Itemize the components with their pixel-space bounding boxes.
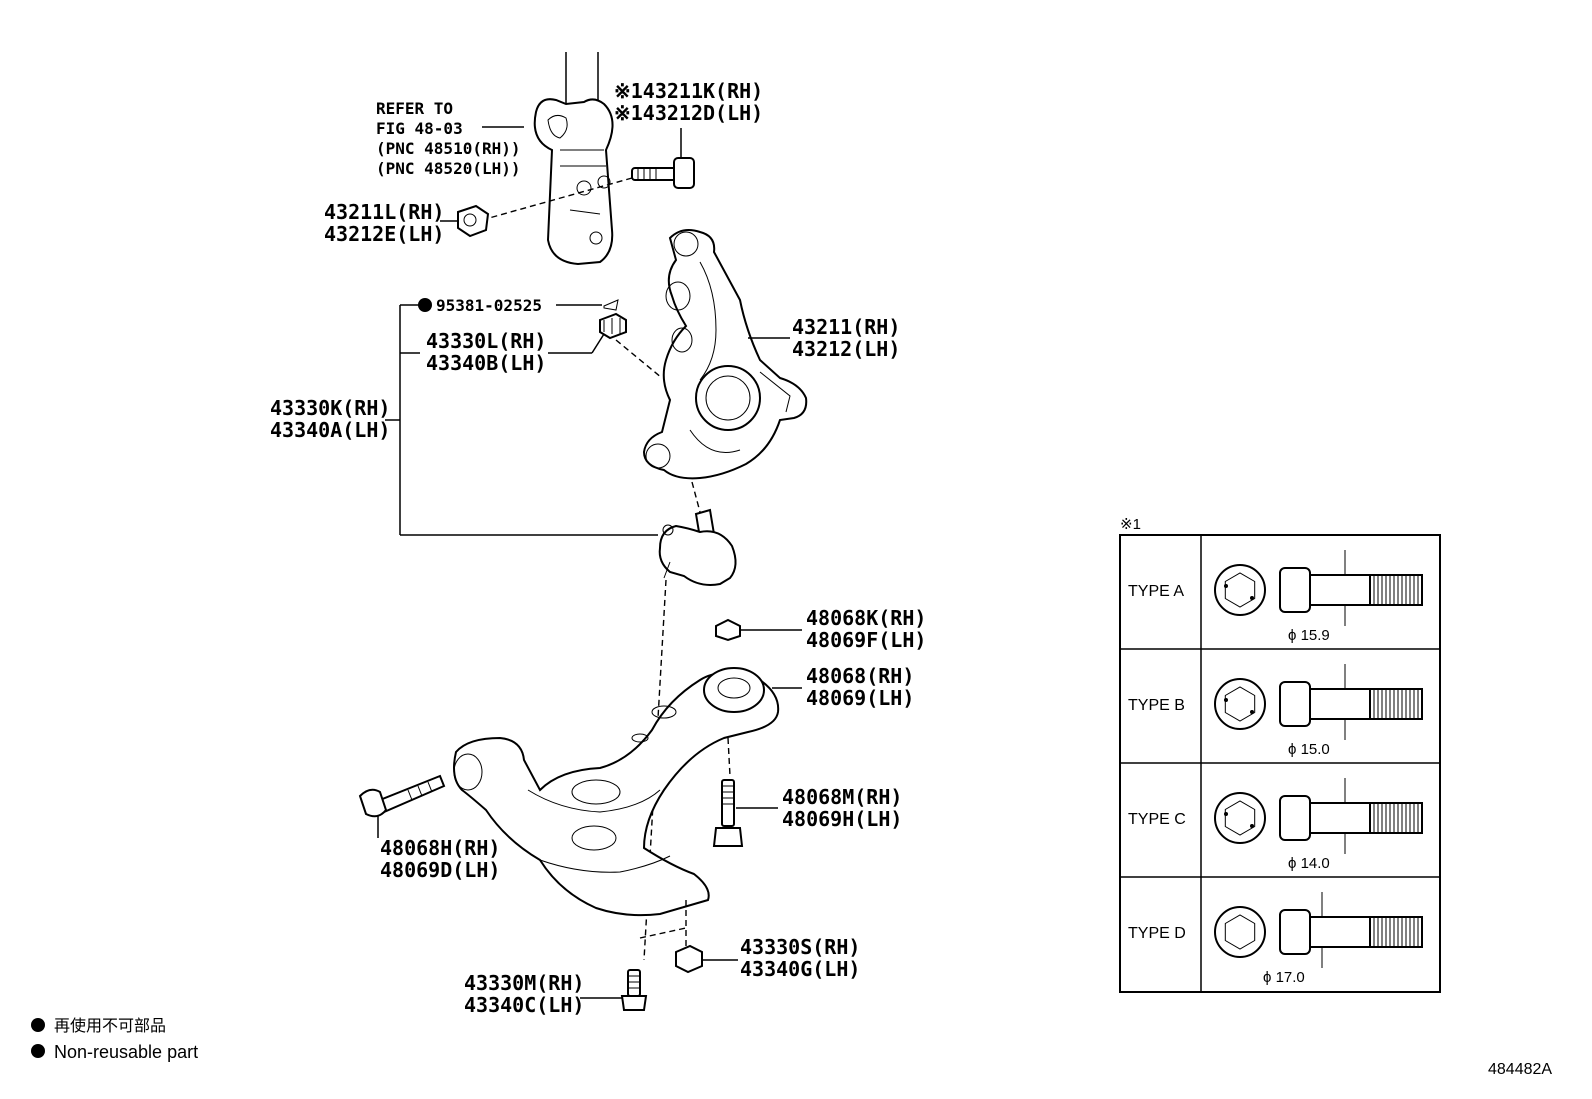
bolt-bottom-drawing xyxy=(620,969,648,1011)
hex-icon xyxy=(1224,686,1256,722)
label-bolt-rear-rh: 48068M(RH) xyxy=(782,785,902,809)
diameter-label: ϕ 15.0 xyxy=(1288,741,1330,758)
bolt-thread-icon xyxy=(1369,688,1423,720)
types-table-title: ※1 xyxy=(1120,516,1141,533)
label-ball-joint-rh: 43330K(RH) xyxy=(270,396,390,420)
dash-arm-rear xyxy=(727,737,731,777)
nut-arm-drawing xyxy=(715,618,741,642)
strut-drawing xyxy=(533,52,614,266)
label-bolt-rear-lh: 48069H(LH) xyxy=(782,807,902,831)
label-cotter-pin: 95381-02525 xyxy=(436,296,542,315)
label-bolt-front-lh: 48069D(LH) xyxy=(380,858,500,882)
bolt-head-icon xyxy=(1279,795,1311,841)
type-row: TYPE B ϕ 15.0 xyxy=(1128,664,1423,758)
label-bolt-front-rh: 48068H(RH) xyxy=(380,836,500,860)
nut-bottom-drawing xyxy=(675,944,703,974)
non-reusable-dot-icon xyxy=(418,298,432,312)
hex-icon xyxy=(1224,800,1256,836)
nut-end-view-icon xyxy=(1214,564,1266,616)
label-nut-arm-lh: 48069F(LH) xyxy=(806,628,926,652)
cotter-pin-drawing xyxy=(603,299,619,311)
knurl-dot-icon xyxy=(1224,698,1228,702)
label-knuckle-lh: 43212(LH) xyxy=(792,337,900,361)
bolt-head-icon xyxy=(1279,909,1311,955)
type-label: TYPE D xyxy=(1128,925,1186,942)
ball-joint-drawing xyxy=(658,508,737,586)
knurl-dot-icon xyxy=(1224,812,1228,816)
types-table xyxy=(1119,534,1441,993)
dash-castle xyxy=(615,339,663,379)
nut-end-view-icon xyxy=(1214,678,1266,730)
nut-end-view-icon xyxy=(1214,906,1266,958)
bolt-thread-icon xyxy=(1369,574,1423,606)
label-lower-arm-rh: 48068(RH) xyxy=(806,664,914,688)
type-label: TYPE C xyxy=(1128,811,1186,828)
nut-end-view-icon xyxy=(1214,792,1266,844)
label-nut-bottom-lh: 43340G(LH) xyxy=(740,957,860,981)
label-ball-joint-lh: 43340A(LH) xyxy=(270,418,390,442)
legend-dot-icon xyxy=(31,1018,45,1032)
bolt-shank-icon xyxy=(1309,916,1371,948)
label-castle-nut-lh: 43340B(LH) xyxy=(426,351,546,375)
label-bolt-top-rh: ※143211K(RH) xyxy=(614,79,763,103)
knuckle-drawing xyxy=(642,229,808,480)
nut-knuckle-drawing xyxy=(457,204,490,238)
knurl-dot-icon xyxy=(1250,596,1254,600)
label-nut-bottom-rh: 43330S(RH) xyxy=(740,935,860,959)
diameter-label: ϕ 17.0 xyxy=(1263,969,1305,986)
type-row: TYPE C ϕ 14.0 xyxy=(1128,778,1423,872)
dash-arm-link xyxy=(639,927,687,939)
dash-bolt-top xyxy=(481,177,633,221)
refer-line4: (PNC 48520(LH)) xyxy=(376,159,521,178)
diameter-label: ϕ 15.9 xyxy=(1288,627,1330,644)
bolt-shank-icon xyxy=(1309,802,1371,834)
label-nut-arm-rh: 48068K(RH) xyxy=(806,606,926,630)
legend-jp: 再使用不可部品 xyxy=(54,1017,166,1035)
label-bolt-bottom-lh: 43340C(LH) xyxy=(464,993,584,1017)
type-label: TYPE A xyxy=(1128,583,1184,600)
label-castle-nut-rh: 43330L(RH) xyxy=(426,329,546,353)
bolt-head-icon xyxy=(1279,681,1311,727)
lower-arm-drawing xyxy=(453,667,780,917)
castle-nut-drawing xyxy=(599,312,627,340)
bolt-thread-icon xyxy=(1369,802,1423,834)
knurl-dot-icon xyxy=(1250,710,1254,714)
hex-icon xyxy=(1224,914,1256,950)
bolt-front-drawing xyxy=(358,774,446,818)
bolt-rear-drawing xyxy=(712,779,744,847)
bolt-shank-icon xyxy=(1309,574,1371,606)
refer-line1: REFER TO xyxy=(376,99,453,118)
type-row: TYPE D ϕ 17.0 xyxy=(1128,892,1423,986)
legend-dot-icon xyxy=(31,1044,45,1058)
group-bracket xyxy=(385,304,658,536)
legend-en: Non-reusable part xyxy=(54,1042,198,1062)
dash-knuckle-bj xyxy=(691,481,701,513)
label-bolt-bottom-rh: 43330M(RH) xyxy=(464,971,584,995)
refer-line3: (PNC 48510(RH)) xyxy=(376,139,521,158)
bolt-head-icon xyxy=(1279,567,1311,613)
knurl-dot-icon xyxy=(1224,584,1228,588)
label-bolt-top-lh: ※143212D(LH) xyxy=(614,101,763,125)
knurl-dot-icon xyxy=(1250,824,1254,828)
bolt-thread-icon xyxy=(1369,916,1423,948)
bolt-top-drawing xyxy=(631,128,695,189)
type-label: TYPE B xyxy=(1128,697,1185,714)
bolt-shank-icon xyxy=(1309,688,1371,720)
type-row: TYPE A ϕ 15.9 xyxy=(1128,550,1423,644)
diameter-label: ϕ 14.0 xyxy=(1288,855,1330,872)
figure-id: 484482A xyxy=(1488,1061,1552,1078)
hex-icon xyxy=(1224,572,1256,608)
refer-line2: FIG 48-03 xyxy=(376,119,463,138)
label-knuckle-rh: 43211(RH) xyxy=(792,315,900,339)
label-nut-knuckle-lh: 43212E(LH) xyxy=(324,222,444,246)
leader-castle-b xyxy=(591,333,605,354)
label-lower-arm-lh: 48069(LH) xyxy=(806,686,914,710)
label-nut-knuckle-rh: 43211L(RH) xyxy=(324,200,444,224)
